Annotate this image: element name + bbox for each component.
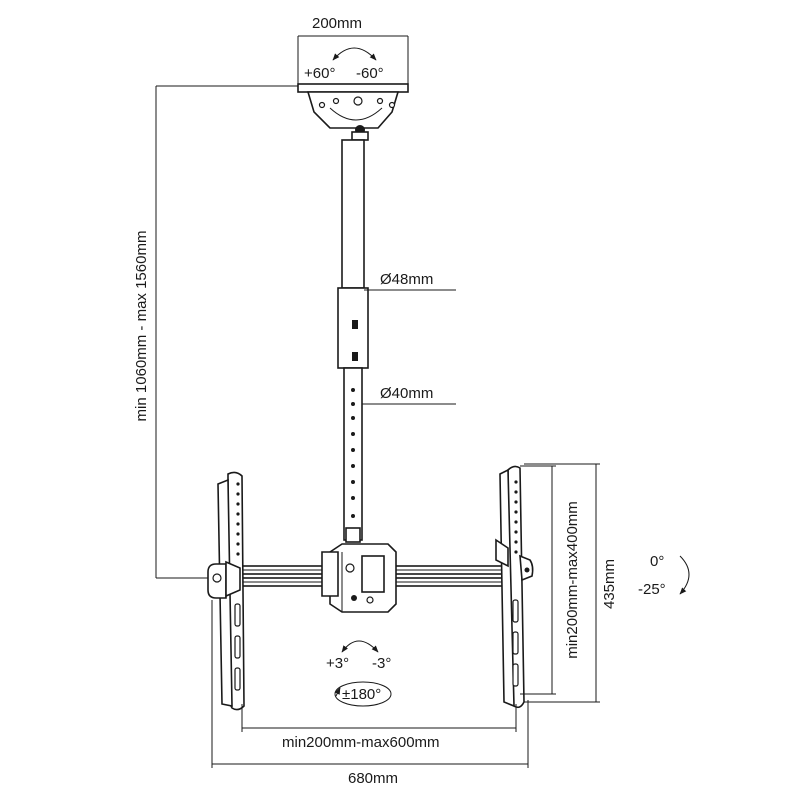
vesa-horizontal-label: min200mm-max600mm xyxy=(282,734,440,751)
level-left-label: +3° xyxy=(326,655,349,672)
ceiling-plate xyxy=(297,83,409,141)
vesa-vertical-dimension xyxy=(520,465,556,695)
level-right-label: -3° xyxy=(372,655,391,672)
swivel-arrow-icon xyxy=(332,47,377,61)
height-range-dimension xyxy=(155,85,298,579)
right-bracket-holes xyxy=(514,480,518,554)
tilt-up-label: 0° xyxy=(650,553,664,570)
vesa-horizontal-dimension xyxy=(241,704,517,732)
tilt-down-label: -25° xyxy=(638,581,666,598)
level-arrow-icon xyxy=(341,640,379,653)
overall-height-label: 435mm xyxy=(601,559,618,609)
left-tv-bracket xyxy=(207,471,245,711)
pole-adjust-holes xyxy=(351,388,355,518)
plate-width-dimension xyxy=(297,35,409,84)
overall-width-dimension xyxy=(211,600,529,768)
tilt-arrow-icon xyxy=(679,555,690,595)
inner-pole-label: Ø40mm xyxy=(380,385,433,402)
swivel-left-label: +60° xyxy=(304,65,335,82)
overall-width-label: 680mm xyxy=(348,770,398,787)
swivel-right-label: -60° xyxy=(356,65,384,82)
outer-pole-label: Ø48mm xyxy=(380,271,433,288)
height-range-label: min 1060mm - max 1560mm xyxy=(133,231,150,422)
outer-pole-upper xyxy=(341,139,365,289)
rotation-arrowhead-icon xyxy=(334,687,341,697)
plate-width-label: 200mm xyxy=(312,15,362,32)
vesa-vertical-label: min200mm-max400mm xyxy=(564,501,581,659)
overall-height-dimension xyxy=(524,463,600,703)
right-tv-bracket xyxy=(495,465,534,709)
central-clamp xyxy=(321,543,397,613)
pole xyxy=(337,139,369,543)
left-bracket-holes xyxy=(236,482,240,556)
rotation-label: ±180° xyxy=(342,686,381,703)
